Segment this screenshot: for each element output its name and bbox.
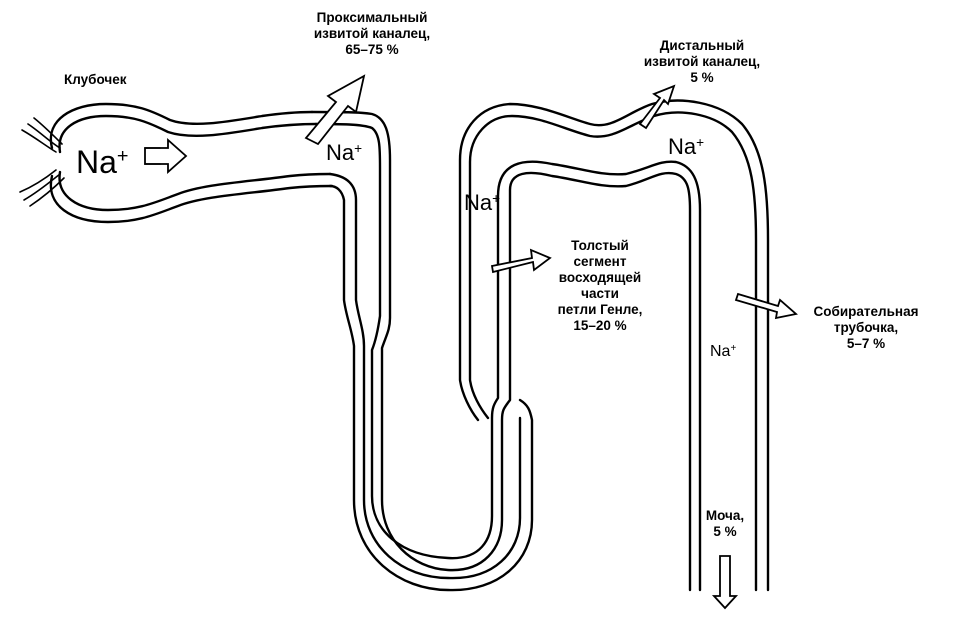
glomerulus-capsule-outer (49, 102, 314, 150)
proximal-descending-inner (314, 122, 702, 592)
ion-glomerulus: Na+ (76, 144, 129, 180)
ion-ascending: Na+ (464, 190, 501, 215)
arrow-urine (711, 555, 739, 610)
arrow-distal (638, 84, 676, 130)
collecting-duct-label: Собирательная трубочка, 5–7 % (813, 304, 919, 351)
arrow-collecting (734, 292, 798, 320)
arrow-glomerulus (144, 137, 188, 175)
ascending-limb-inner (468, 111, 758, 592)
glomerulus-label: Клубочек (64, 72, 127, 87)
ion-proximal: Na+ (326, 140, 363, 165)
urine-label: Моча, 5 % (705, 508, 745, 539)
proximal-descending-outer (310, 110, 692, 592)
distal-tubule-label: Дистальный извитой каналец, 5 % (643, 38, 761, 85)
glomerulus-capsule-inner (58, 114, 318, 154)
ascending-limb-outer (458, 99, 770, 592)
glomerulus-capsule-inner-bottom (58, 170, 332, 212)
arrow-thick-ascending (490, 248, 552, 274)
arterioles (19, 117, 65, 207)
proximal-tubule-label: Проксимальный извитой каналец, 65–75 % (313, 10, 431, 57)
glomerulus-capsule-outer-bottom (49, 174, 334, 224)
arrow-proximal (304, 74, 366, 146)
ascending-inner-wall (328, 172, 522, 580)
ion-collecting: Na+ (710, 342, 737, 360)
thick-ascending-label: Толстый сегмент восходящей части петли Г… (557, 238, 643, 333)
ion-distal: Na+ (668, 134, 705, 159)
ascending-outer-wall (328, 184, 534, 592)
